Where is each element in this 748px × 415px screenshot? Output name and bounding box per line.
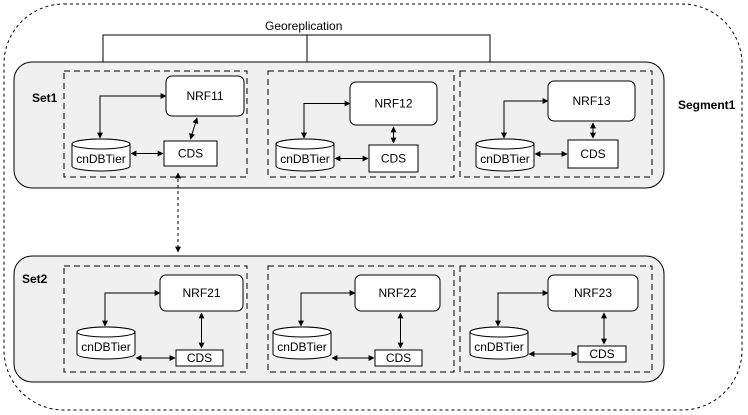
cds-node [567,139,619,169]
cds-node [374,349,423,367]
cds-node [577,345,627,363]
cndbtier-label: cnDBTier [280,152,330,166]
georeplication-label: Georeplication [265,19,342,33]
cds-node [163,140,218,167]
cndbtier-top [71,138,131,150]
set1-site2-boundary [267,70,455,178]
nrf-cds-link [189,117,199,140]
nrf-db-link [298,290,356,327]
set2-site3-boundary [459,265,653,373]
cds-node [368,144,419,173]
set2-site1-boundary [63,265,248,373]
cndbtier-label: cnDBTier [277,340,327,354]
nrf-label: NRF22 [378,286,416,300]
nrf-db-link [97,93,167,139]
set1-label: Set1 [32,91,58,105]
nrf-db-link [102,290,161,327]
set2-label: Set2 [22,272,48,286]
segment-boundary [3,3,743,411]
cndbtier-label: cnDBTier [76,152,126,166]
nrf-label: NRF13 [572,94,610,108]
cds-label: CDS [580,147,605,161]
cds-label: CDS [178,147,203,161]
cndbtier-label: cnDBTier [474,340,524,354]
nrf-db-link [495,290,549,327]
cds-label: CDS [187,351,212,365]
cndbtier-top [272,326,332,338]
nrf-label: NRF11 [186,89,223,103]
cds-node [175,349,224,367]
segment-label: Segment1 [678,98,736,112]
nrf-db-link [301,100,351,139]
cds-label: CDS [386,351,411,365]
nrf-label: NRF12 [374,97,412,111]
nrf-db-link [501,98,549,139]
cndbtier-top [469,326,529,338]
set1-site1-boundary [63,70,248,178]
cndbtier-label: cnDBTier [81,340,131,354]
cds-label: CDS [381,152,406,166]
nrf-label: NRF23 [574,286,612,300]
cndbtier-top [76,326,136,338]
cndbtier-label: cnDBTier [480,152,530,166]
nrf-label: NRF21 [182,286,220,300]
set1-site3-boundary [459,70,653,178]
cndbtier-top [275,138,335,150]
cds-label: CDS [589,347,614,361]
cndbtier-top [475,138,535,150]
set2-site2-boundary [267,265,455,373]
